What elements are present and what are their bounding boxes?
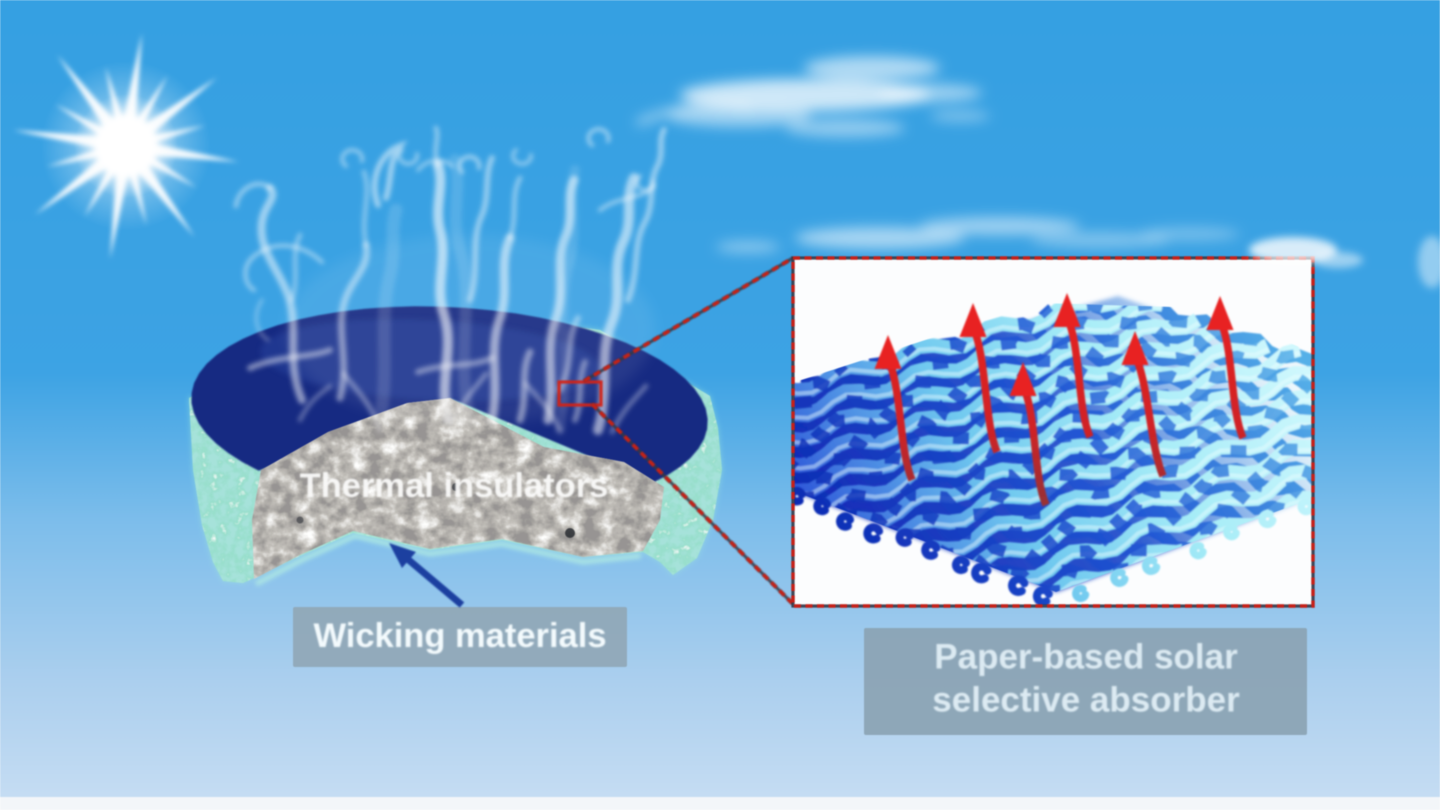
svg-text:Wicking materials: Wicking materials — [313, 617, 606, 655]
svg-text:selective absorber: selective absorber — [932, 680, 1240, 719]
svg-text:Thermal insulators: Thermal insulators — [300, 467, 609, 505]
svg-text:Paper-based solar: Paper-based solar — [934, 637, 1238, 676]
